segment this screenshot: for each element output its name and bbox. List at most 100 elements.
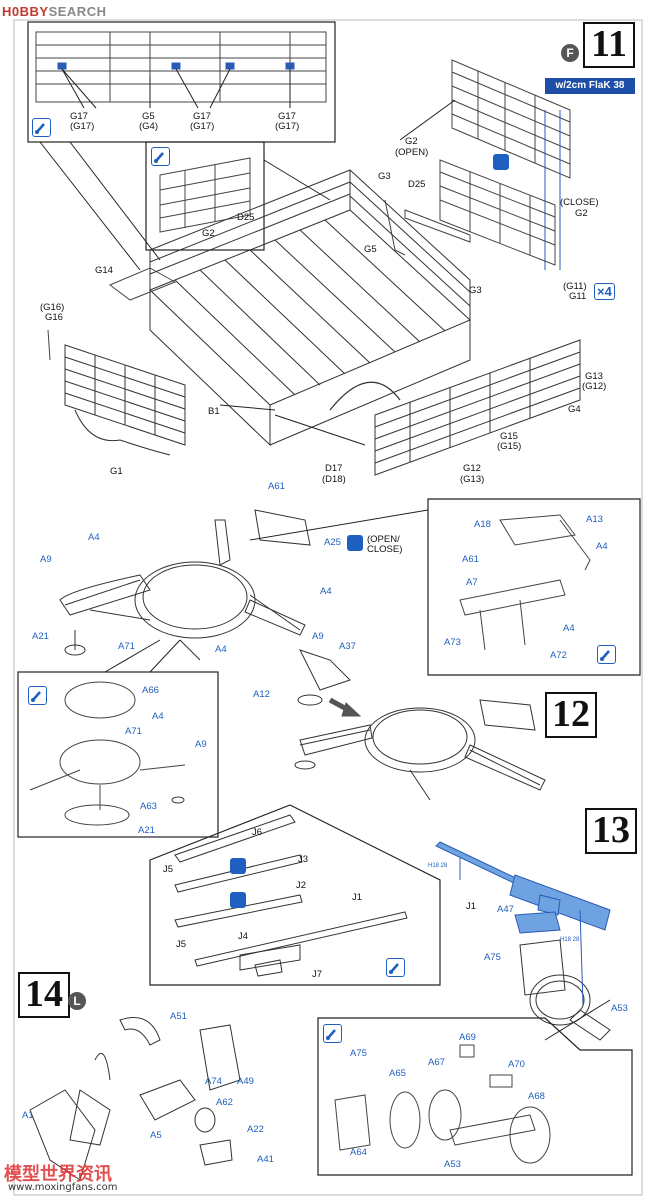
part-label: (G13) (460, 474, 485, 485)
part-label: G3 (378, 171, 391, 182)
part-label: (G12) (582, 381, 607, 392)
part-label: A64 (350, 1147, 367, 1158)
part-label: J1 (466, 901, 477, 912)
part-label: A70 (508, 1059, 525, 1070)
marker-f-icon: F (561, 44, 579, 62)
part-label: A4 (88, 532, 100, 543)
part-label: G1 (110, 466, 123, 477)
part-label: G2 (405, 136, 418, 147)
part-label: A63 (140, 801, 157, 812)
step-13-number: 13 (585, 808, 637, 854)
part-label: A75 (350, 1048, 367, 1059)
part-label: A72 (550, 650, 567, 661)
part-label: A4 (563, 623, 575, 634)
part-label: A7 (466, 577, 478, 588)
part-label: (G16) (40, 302, 65, 313)
part-label: J2 (296, 880, 307, 891)
part-label: J5 (176, 939, 187, 950)
part-label: (G4) (139, 121, 158, 132)
part-label: (G17) (275, 121, 300, 132)
part-label: A12 (253, 689, 270, 700)
rotate-icon (493, 154, 509, 170)
part-label: G2 (202, 228, 215, 239)
part-label: (CLOSE) (560, 197, 599, 208)
part-label: (G15) (497, 441, 522, 452)
part-label: G17 (70, 111, 88, 122)
part-label: G4 (568, 404, 581, 415)
step-11-number: 11 (583, 22, 635, 68)
part-label: A68 (528, 1091, 545, 1102)
part-label: A47 (497, 904, 514, 915)
part-label: D17 (325, 463, 343, 474)
logo-rest: SEARCH (48, 4, 107, 19)
rotate-icon (230, 892, 246, 908)
part-label: (G11) (563, 281, 587, 292)
part-label: A37 (339, 641, 356, 652)
part-label: B1 (208, 406, 220, 417)
flak-banner: w/2cm FlaK 38 (545, 78, 635, 94)
glue-brush-icon (28, 686, 47, 705)
part-label: G16 (45, 312, 63, 323)
part-label: (D18) (322, 474, 346, 485)
part-label: J4 (238, 931, 249, 942)
part-label: A25 (324, 537, 341, 548)
part-label: J3 (298, 854, 309, 865)
part-label: G17 (193, 111, 211, 122)
site-watermark-cn: 模型世界资讯 (4, 1164, 112, 1185)
part-label: A65 (389, 1068, 406, 1079)
part-label: (G17) (190, 121, 215, 132)
part-label: A41 (257, 1154, 274, 1165)
site-watermark-url: www.moxingfans.com (8, 1182, 118, 1193)
part-label: A4 (596, 541, 608, 552)
part-label: (G17) (70, 121, 95, 132)
part-label: A21 (32, 631, 49, 642)
part-label: CLOSE) (367, 544, 403, 555)
part-label: G12 (463, 463, 481, 474)
glue-brush-icon (597, 645, 616, 664)
step-14-number: 14 (18, 972, 70, 1018)
part-label: A21 (138, 825, 155, 836)
part-label: A66 (142, 685, 159, 696)
part-label: A61 (462, 554, 479, 565)
part-label: J6 (252, 827, 263, 838)
part-label: A9 (195, 739, 207, 750)
part-label: A5 (150, 1130, 162, 1141)
part-label: D25 (237, 212, 255, 223)
rotate-icon (230, 858, 246, 874)
part-label: A49 (237, 1076, 254, 1087)
rotate-icon (347, 535, 363, 551)
part-label: A4 (215, 644, 227, 655)
part-label: A1 (22, 1110, 34, 1121)
part-label: G2 (575, 208, 588, 219)
marker-l-icon: L (68, 992, 86, 1010)
part-label: A61 (268, 481, 285, 492)
part-label: J7 (312, 969, 323, 980)
glue-brush-icon (323, 1024, 342, 1043)
part-label: G14 (95, 265, 113, 276)
part-label: A18 (474, 519, 491, 530)
glue-brush-icon (386, 958, 405, 977)
part-label: A53 (444, 1159, 461, 1170)
part-label: A71 (118, 641, 135, 652)
part-label: A73 (444, 637, 461, 648)
paint-code: H18 28 (560, 937, 580, 943)
part-label: A53 (611, 1003, 628, 1014)
part-label: A13 (586, 514, 603, 525)
part-label: A51 (170, 1011, 187, 1022)
part-label: G5 (364, 244, 377, 255)
site-watermark-logo: H0BBYSEARCH (2, 4, 106, 19)
part-label: (OPEN) (395, 147, 429, 158)
part-label: G5 (142, 111, 155, 122)
part-label: A75 (484, 952, 501, 963)
part-label: A9 (312, 631, 324, 642)
quantity-multiplier: ×4 (594, 283, 615, 300)
part-label: A4 (152, 711, 164, 722)
part-label: A67 (428, 1057, 445, 1068)
part-label: (OPEN/ (367, 534, 400, 545)
part-label: A69 (459, 1032, 476, 1043)
part-label: G11 (569, 291, 587, 302)
part-label: A4 (320, 586, 332, 597)
paint-code: H18 28 (428, 863, 448, 869)
